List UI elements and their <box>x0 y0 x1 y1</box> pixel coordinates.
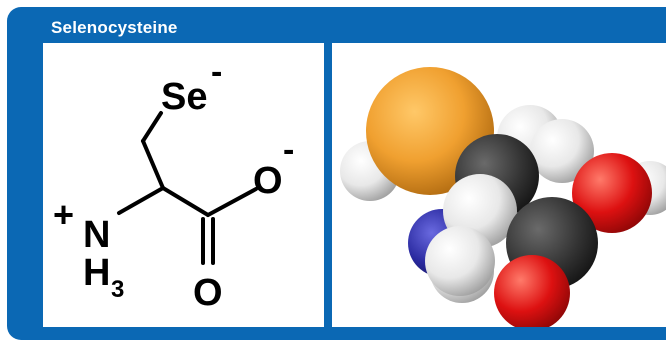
h-subscript: 3 <box>111 276 124 303</box>
h-atom-label: H <box>83 252 110 294</box>
n-charge: + <box>53 194 74 235</box>
structural-formula-panel: Se - O - O + N H 3 <box>43 43 324 327</box>
space-filling-model <box>340 67 666 331</box>
o-double-atom-label: O <box>193 272 223 314</box>
hydrogen-atom-lower-left <box>425 226 495 296</box>
space-filling-model-panel <box>332 43 666 331</box>
oxygen-atom-hydroxyl <box>572 153 652 233</box>
bond-calpha-n <box>117 186 165 215</box>
card-title: Selenocysteine <box>51 18 178 37</box>
o-single-atom-label: O <box>253 160 283 202</box>
bond-se-ch2 <box>141 111 163 143</box>
structural-formula: Se - O - O + N H 3 <box>53 53 294 314</box>
se-charge: - <box>211 53 222 91</box>
hydrogen-atom-right <box>530 119 594 183</box>
bond-calpha-ccarbonyl <box>161 186 210 217</box>
n-atom-label: N <box>83 214 110 256</box>
bond-c-o-single <box>206 187 258 217</box>
bond-ch2-calpha <box>141 139 165 190</box>
se-atom-label: Se <box>161 76 207 118</box>
oxygen-atom-carbonyl <box>494 255 570 331</box>
selenocysteine-card: Selenocysteine Se - O - O <box>7 7 666 340</box>
o-single-charge: - <box>283 131 294 169</box>
